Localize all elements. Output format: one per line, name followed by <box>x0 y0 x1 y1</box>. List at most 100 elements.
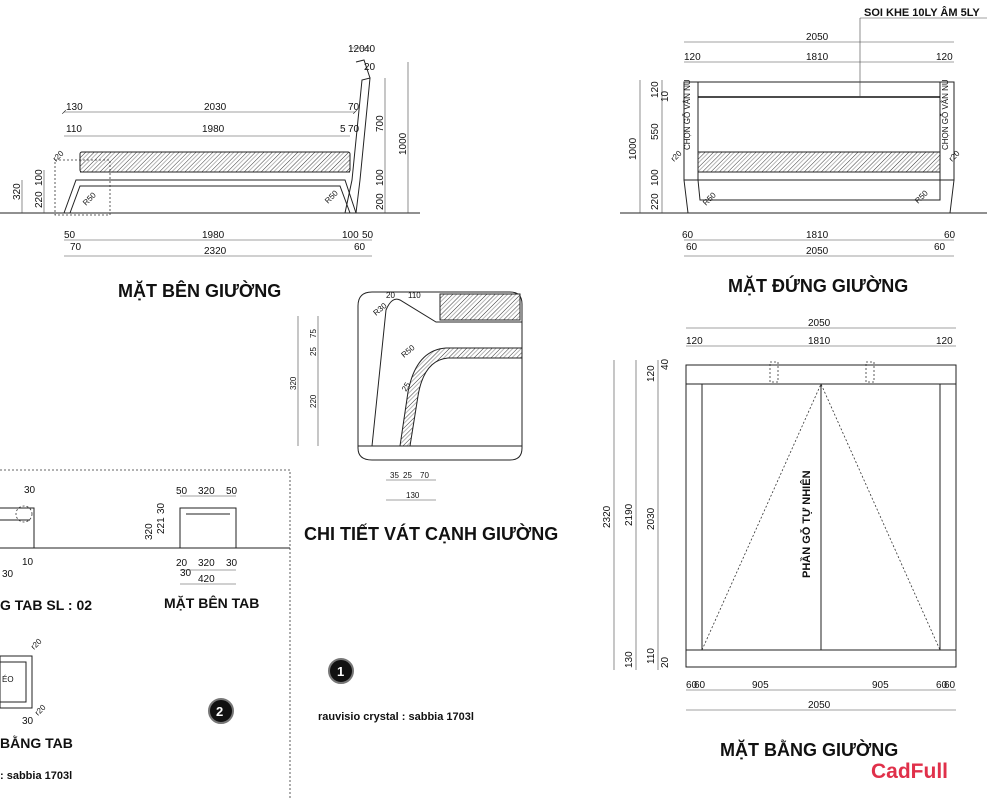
headboard-top <box>355 59 371 79</box>
plan-v120: 120 <box>646 365 657 382</box>
dim-40: 40 <box>364 44 376 55</box>
detail-circle <box>15 505 33 523</box>
dim-b2320: 2320 <box>204 246 227 257</box>
dowel <box>769 361 779 383</box>
side-mattress <box>79 151 351 173</box>
tab-b320: 320 <box>198 558 215 569</box>
brand-watermark: CadFull <box>871 760 948 783</box>
detail-edge-profile <box>399 347 523 447</box>
title-front-elevation: MẶT ĐỨNG GIƯỜNG <box>728 275 908 296</box>
dim-v220: 220 <box>650 193 661 210</box>
dim-b1810: 1810 <box>806 230 829 241</box>
dim-v100: 100 <box>650 169 661 186</box>
detail-d20: 20 <box>386 291 395 300</box>
radius-r50b: R50 <box>323 188 340 205</box>
tab-panel-border <box>0 469 291 798</box>
side-elevation-view: 130 2030 70 110 1980 5 70 120 40 20 r20 … <box>0 44 420 301</box>
plan-b905b: 905 <box>872 680 889 691</box>
note-groove: SOI KHE 10LY ÂM 5LY <box>864 6 980 19</box>
dim-b60b: 60 <box>944 230 956 241</box>
dim-b100: 100 <box>342 230 359 241</box>
side-frame-base <box>63 179 357 214</box>
dim-b2050: 2050 <box>806 246 829 257</box>
dim-v550: 550 <box>650 123 661 140</box>
dim-2030: 2030 <box>204 102 227 113</box>
front-mattress <box>697 151 941 173</box>
dim-v1000: 1000 <box>398 132 409 155</box>
dim-70b: 70 <box>348 124 360 135</box>
detail-callout-box <box>54 159 111 216</box>
plan-b2050: 2050 <box>808 700 831 711</box>
detail-d110: 110 <box>408 291 421 300</box>
dim-b60a: 60 <box>682 230 694 241</box>
title-edge-detail: CHI TIẾT VÁT CẠNH GIƯỜNG <box>304 523 558 544</box>
detail-b130: 130 <box>406 491 420 500</box>
detail-outer-line <box>371 298 522 447</box>
dim-1980: 1980 <box>202 124 225 135</box>
callout-bubble-1: 1 <box>328 658 354 684</box>
plan-b60c: 60 <box>936 680 948 691</box>
plan-d1810: 1810 <box>808 336 831 347</box>
dim-v200: 200 <box>375 193 386 210</box>
plan-grain-triangle <box>701 383 941 651</box>
dim-70: 70 <box>348 102 360 113</box>
front-elevation-view: SOI KHE 10LY ÂM 5LY CHỌN GỖ VÂN NU CHỌN … <box>620 6 987 296</box>
tab-f10: 10 <box>22 557 34 568</box>
plan-v2190: 2190 <box>624 503 635 526</box>
tab-front-partial <box>0 507 35 548</box>
tab-b30b: 30 <box>226 558 238 569</box>
note-eo: ÉO <box>2 675 14 684</box>
bubble-circle <box>208 698 234 724</box>
note-wood-grain-left: CHỌN GỖ VÂN NU <box>683 79 692 150</box>
plan-b60d: 60 <box>944 680 956 691</box>
dim-120b: 120 <box>936 52 953 63</box>
dim-2050: 2050 <box>806 32 829 43</box>
tab-v30: 30 <box>156 502 167 514</box>
plan-v110: 110 <box>646 648 657 664</box>
dim-v120: 120 <box>650 81 661 98</box>
tab-f30: 30 <box>24 485 36 496</box>
plan-d120b: 120 <box>936 336 953 347</box>
detail-v320: 320 <box>289 376 298 390</box>
radius-r50b: R50 <box>913 188 930 205</box>
plan-b60b: 60 <box>694 680 706 691</box>
edge-detail-view: 320 75 25 220 20 110 R30 R50 25 35 25 70… <box>289 291 558 544</box>
dim-b60c: 60 <box>686 242 698 253</box>
dim-5: 5 <box>340 124 346 135</box>
dim-120a: 120 <box>684 52 701 63</box>
bubble-number: 1 <box>337 664 344 679</box>
plan-d2050: 2050 <box>808 318 831 329</box>
detail-r50: R50 <box>400 343 417 360</box>
radius-r20a: r20 <box>669 148 684 163</box>
dim-b60d: 60 <box>934 242 946 253</box>
plan-d120a: 120 <box>686 336 703 347</box>
detail-r30: R30 <box>372 301 389 318</box>
radius-r20: r20 <box>51 148 66 163</box>
side-headboard <box>344 77 371 214</box>
note-natural-wood: PHẦN GỖ TỰ NHIÊN <box>800 470 813 578</box>
tab-side-box <box>179 507 237 549</box>
detail-frame <box>357 291 523 461</box>
tab-b20a: 20 <box>176 558 188 569</box>
dim-v700: 700 <box>375 115 386 132</box>
dim-110: 110 <box>66 124 82 135</box>
detail-v25: 25 <box>309 347 318 356</box>
plan-view: PHẦN GỖ TỰ NHIÊN 2050 120 1810 120 2320 … <box>602 318 957 760</box>
tab-f30b: 30 <box>2 569 14 580</box>
detail-v75: 75 <box>309 329 318 338</box>
tab-b30a: 30 <box>180 568 192 579</box>
plan-v2320: 2320 <box>602 505 613 528</box>
detail-b35: 35 <box>390 471 399 480</box>
plan-v40: 40 <box>660 358 671 370</box>
dim-v220: 220 <box>34 191 45 208</box>
tab-b420: 420 <box>198 574 215 585</box>
title-plan: MẶT BẰNG GIƯỜNG <box>720 739 898 760</box>
radius-r50a: R50 <box>81 190 98 207</box>
tab-plan-partial <box>0 655 33 709</box>
dim-b50b: 50 <box>362 230 374 241</box>
dim-130: 130 <box>66 102 83 113</box>
tab-t320: 320 <box>198 486 215 497</box>
dim-b1980: 1980 <box>202 230 225 241</box>
dim-b70: 70 <box>70 242 82 253</box>
